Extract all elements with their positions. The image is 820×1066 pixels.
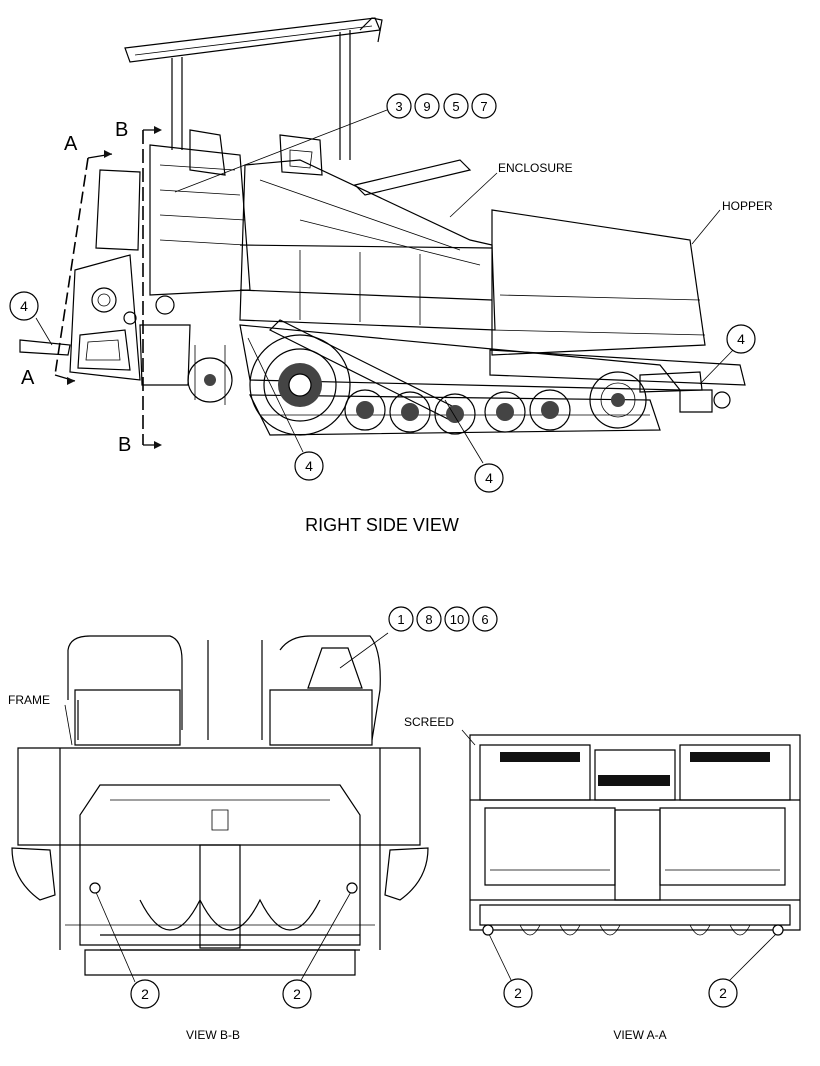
callout-5-text: 5 bbox=[452, 99, 459, 114]
callout-4-front-text: 4 bbox=[737, 331, 745, 347]
auger-hub bbox=[187, 345, 233, 405]
drive-sprocket bbox=[249, 334, 351, 436]
callout-10-text: 10 bbox=[450, 612, 464, 627]
section-mark-a-bottom: A bbox=[21, 367, 35, 389]
operator-station bbox=[19, 129, 323, 386]
callout-4-track: 4 bbox=[474, 463, 504, 493]
callout-2-aa-left-text: 2 bbox=[514, 985, 522, 1001]
section-line-b bbox=[142, 126, 162, 449]
screed-label: SCREED bbox=[404, 715, 454, 729]
callout-9-text: 9 bbox=[423, 99, 430, 114]
callout-10: 10 bbox=[444, 606, 470, 632]
hopper bbox=[489, 209, 746, 386]
hopper-label: HOPPER bbox=[722, 199, 773, 213]
right-side-view-title: RIGHT SIDE VIEW bbox=[305, 515, 459, 535]
callout-8: 8 bbox=[416, 606, 442, 632]
view-b-b-drawing bbox=[11, 632, 429, 983]
callout-2-bb-left-text: 2 bbox=[141, 986, 149, 1002]
callout-1-text: 1 bbox=[397, 612, 404, 627]
callout-7: 7 bbox=[471, 93, 497, 119]
callout-4-center: 4 bbox=[294, 451, 324, 481]
canopy bbox=[124, 17, 383, 160]
callout-2-bb-right-text: 2 bbox=[293, 986, 301, 1002]
callout-4-track-text: 4 bbox=[485, 470, 493, 486]
view-a-a-title: VIEW A-A bbox=[613, 1028, 666, 1042]
callout-2-aa-right-text: 2 bbox=[719, 985, 727, 1001]
callout-7-text: 7 bbox=[480, 99, 487, 114]
callout-4-center-text: 4 bbox=[305, 458, 313, 474]
view-b-b-title: VIEW B-B bbox=[186, 1028, 240, 1042]
callout-4-rear-text: 4 bbox=[20, 298, 28, 314]
callout-2-aa-right: 2 bbox=[708, 978, 738, 1008]
callout-3: 3 bbox=[386, 93, 412, 119]
callout-9: 9 bbox=[414, 93, 440, 119]
section-mark-b-bottom: B bbox=[118, 434, 131, 456]
callout-5: 5 bbox=[443, 93, 469, 119]
engine-enclosure bbox=[239, 159, 496, 331]
enclosure-label: ENCLOSURE bbox=[498, 161, 573, 175]
view-a-a-drawing bbox=[461, 729, 801, 983]
right-side-leaders bbox=[35, 109, 736, 464]
frame-label: FRAME bbox=[8, 693, 50, 707]
callout-2-aa-left: 2 bbox=[503, 978, 533, 1008]
callout-1: 1 bbox=[388, 606, 414, 632]
callout-4-rear: 4 bbox=[9, 291, 39, 321]
right-side-view-drawing bbox=[19, 17, 746, 464]
section-mark-b-top: B bbox=[115, 119, 128, 141]
callout-4-front: 4 bbox=[726, 324, 756, 354]
callout-8-text: 8 bbox=[425, 612, 432, 627]
callout-3-text: 3 bbox=[395, 99, 402, 114]
callout-2-bb-right: 2 bbox=[282, 979, 312, 1009]
callout-6: 6 bbox=[472, 606, 498, 632]
section-line-a bbox=[54, 150, 113, 385]
track-road-wheels bbox=[344, 371, 647, 435]
callout-6-text: 6 bbox=[481, 612, 488, 627]
callout-2-bb-left: 2 bbox=[130, 979, 160, 1009]
section-mark-a-top: A bbox=[64, 133, 78, 155]
